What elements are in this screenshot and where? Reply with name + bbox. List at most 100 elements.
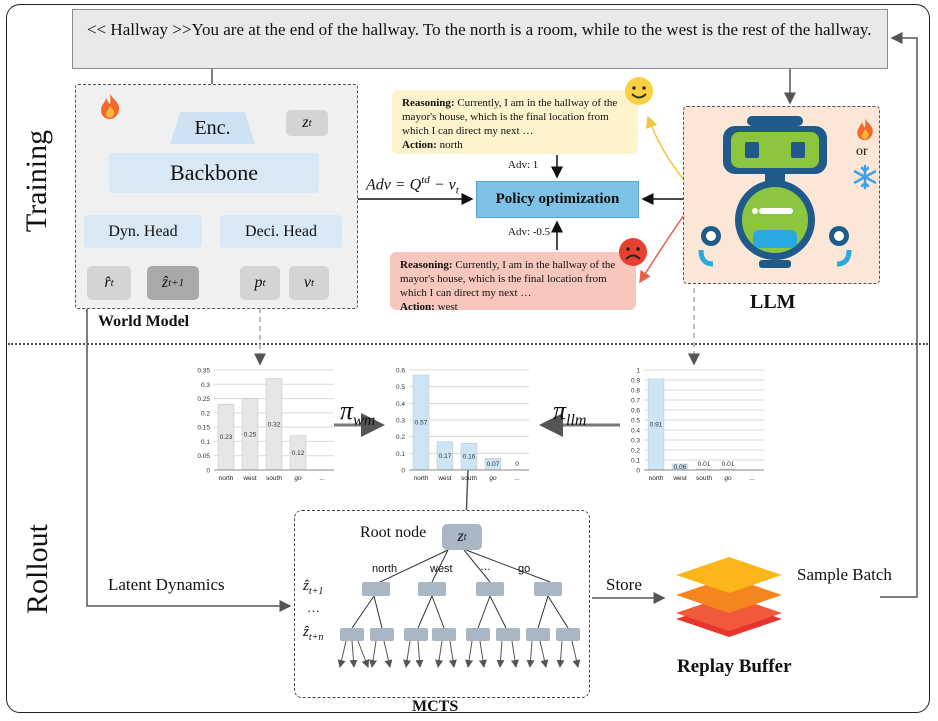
y-tick-3: 0.3 <box>631 438 640 445</box>
y-tick-4: 0.4 <box>396 401 405 408</box>
wm-policy-chart: 00.050.10.150.20.250.30.350.23north0.25w… <box>197 368 334 482</box>
depth-1-sub: t+1 <box>308 586 324 597</box>
depth-1-label: ẑt+1 <box>303 578 323 597</box>
root-z: z <box>457 528 464 545</box>
y-tick-2: 0.2 <box>396 434 405 441</box>
adv-lhs: Adv = Q <box>366 176 422 194</box>
good-action-text: north <box>436 139 463 151</box>
x-tick-go: go <box>724 475 732 482</box>
y-tick-2: 0.2 <box>631 448 640 455</box>
mixed-policy-chart: 00.10.20.30.40.50.60.57north0.17west0.16… <box>396 368 529 482</box>
value-label-go: 0.07 <box>487 461 500 468</box>
y-tick-6: 0.6 <box>396 368 405 375</box>
x-tick-...: ... <box>319 475 325 482</box>
robot-icon <box>698 116 852 268</box>
y-tick-6: 0.3 <box>201 382 210 389</box>
pi-wm-label: πwm <box>340 396 375 430</box>
y-tick-3: 0.15 <box>197 425 210 432</box>
y-tick-0: 0 <box>401 468 405 475</box>
good-reasoning-bubble: Reasoning: Currently, I am in the hallwa… <box>392 90 638 154</box>
adv-positive-label: Adv: 1 <box>508 159 539 171</box>
y-tick-1: 0.05 <box>197 453 210 460</box>
y-tick-7: 0.35 <box>197 368 210 375</box>
policy-symbol: p <box>254 274 263 291</box>
y-tick-1: 0.1 <box>631 458 640 465</box>
y-tick-0: 0 <box>636 468 640 475</box>
pi-llm-label: πllm <box>553 396 586 430</box>
latent-z: z <box>302 114 309 131</box>
value-label-west: 0.17 <box>439 453 452 460</box>
branch-north: north <box>372 563 398 575</box>
x-tick-...: ... <box>749 475 755 482</box>
policy-sub: t <box>262 277 266 289</box>
adv-sup: td <box>421 174 430 186</box>
next-latent-sub: t+1 <box>168 277 185 289</box>
value-label-west: 0.06 <box>674 464 687 471</box>
x-tick-north: north <box>414 475 429 482</box>
bad-action-text: west <box>434 301 458 313</box>
y-tick-5: 0.5 <box>396 384 405 391</box>
y-tick-0: 0 <box>206 468 210 475</box>
bad-reasoning-text: Currently, I am in the hallway of the ma… <box>400 259 616 299</box>
x-tick-west: west <box>437 475 452 482</box>
x-tick-west: west <box>672 475 687 482</box>
x-tick-...: ... <box>514 475 520 482</box>
replay-buffer-label: Replay Buffer <box>677 656 792 677</box>
mcts-tree <box>337 549 581 668</box>
pi-wm-sub: wm <box>353 412 376 430</box>
value-label-...: 0 <box>515 461 519 468</box>
x-tick-south: south <box>696 475 712 482</box>
root-z-sub: t <box>463 531 467 543</box>
section-divider <box>8 343 928 345</box>
y-tick-9: 0.9 <box>631 378 640 385</box>
x-tick-go: go <box>294 475 302 482</box>
x-tick-south: south <box>266 475 282 482</box>
latent-z-sub: t <box>308 117 312 129</box>
y-tick-5: 0.5 <box>631 418 640 425</box>
observation-box: << Hallway >>You are at the end of the h… <box>72 9 888 69</box>
value-symbol: v <box>303 274 312 291</box>
value-label-south: 0.32 <box>268 421 281 428</box>
pi-llm-sub: llm <box>566 412 587 430</box>
x-tick-west: west <box>242 475 257 482</box>
value-label-north: 0.91 <box>650 422 663 429</box>
diagram-frame <box>6 4 930 713</box>
good-reasoning-text: Currently, I am in the hallway of the ma… <box>402 97 618 137</box>
next-latent-symbol: ẑ <box>161 274 169 291</box>
x-tick-north: north <box>219 475 234 482</box>
y-tick-10: 1 <box>636 368 640 375</box>
good-reasoning-label: Reasoning: <box>402 97 455 109</box>
y-tick-1: 0.1 <box>396 451 405 458</box>
snowflake-icon <box>853 164 877 190</box>
latent-dynamics-label: Latent Dynamics <box>108 575 225 594</box>
reward-output: r̂t <box>87 266 131 300</box>
adv-negative-label: Adv: -0.5 <box>508 226 551 238</box>
y-tick-5: 0.25 <box>197 396 210 403</box>
y-tick-4: 0.2 <box>201 410 210 417</box>
depth-1-symbol: ẑ <box>303 578 309 594</box>
x-tick-go: go <box>489 475 497 482</box>
smiley-icon <box>625 77 653 105</box>
reward-sub: t <box>110 277 114 289</box>
branch-go: go <box>518 563 531 575</box>
llm-policy-chart: 00.10.20.30.40.50.60.70.80.910.91north0.… <box>631 368 764 482</box>
frown-icon <box>619 238 647 266</box>
reward-symbol: r̂ <box>104 274 111 291</box>
encoder-block: Enc. <box>170 112 255 144</box>
value-label-go: 0.01 <box>722 461 735 468</box>
y-tick-4: 0.4 <box>631 428 640 435</box>
value-label-north: 0.23 <box>220 434 233 441</box>
x-tick-north: north <box>649 475 664 482</box>
deci-head-block: Deci. Head <box>220 215 342 248</box>
flame-icon-llm <box>857 118 873 141</box>
adv-rest: − v <box>429 176 456 194</box>
pi-wm-symbol: π <box>340 396 354 425</box>
or-label: or <box>856 144 868 159</box>
depth-n-label: ẑt+n <box>303 624 323 643</box>
value-label-south: 0.16 <box>463 454 476 461</box>
